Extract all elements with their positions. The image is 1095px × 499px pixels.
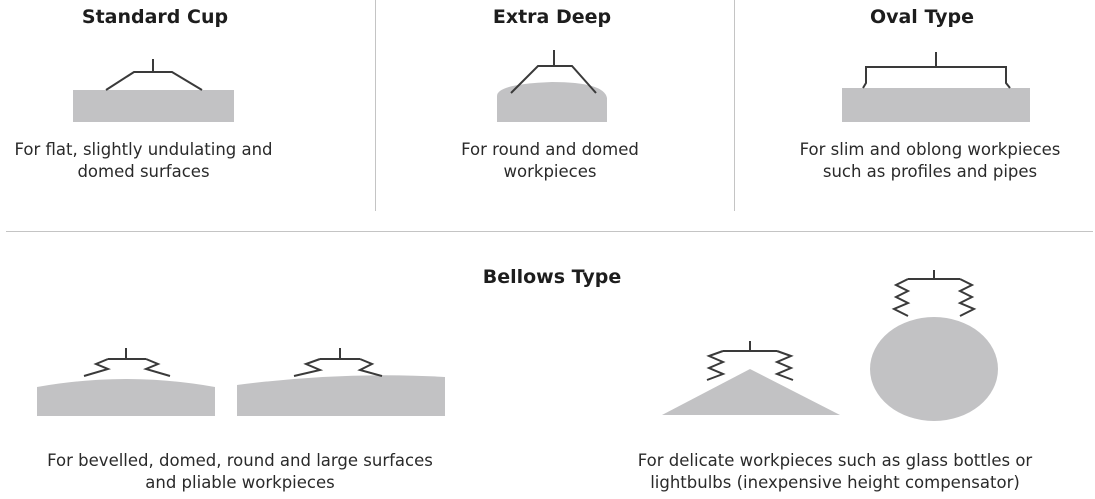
bellows-bevelled-diagram <box>37 348 215 416</box>
standard-cup-title: Standard Cup <box>81 6 229 28</box>
bellows-right-description: For delicate workpieces such as glass bo… <box>637 451 1033 492</box>
bellows-sloped-diagram <box>237 348 445 416</box>
divider-vertical-2 <box>734 0 735 211</box>
bellows-type-title: Bellows Type <box>482 266 622 288</box>
bellows-cone-diagram <box>662 341 840 415</box>
divider-vertical-1 <box>375 0 376 211</box>
bellows-left-description: For bevelled, domed, round and large sur… <box>47 451 433 492</box>
extra-deep-cup-diagram <box>497 50 607 122</box>
standard-cup-diagram <box>73 59 234 122</box>
oval-cup-diagram <box>842 52 1030 122</box>
standard-cup-description: For flat, slightly undulating and domed … <box>14 140 273 181</box>
oval-type-title: Oval Type <box>869 6 975 28</box>
extra-deep-title: Extra Deep <box>492 6 612 28</box>
oval-type-description: For slim and oblong workpieces such as p… <box>799 140 1061 181</box>
bellows-sphere-diagram <box>870 270 998 421</box>
divider-horizontal <box>6 231 1093 232</box>
extra-deep-description: For round and domed workpieces <box>461 140 639 181</box>
